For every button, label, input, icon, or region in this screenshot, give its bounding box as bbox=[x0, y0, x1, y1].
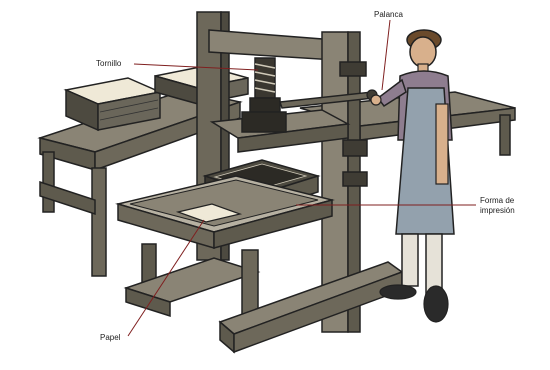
label-forma-line1: Forma de bbox=[480, 196, 515, 205]
label-palanca: Palanca bbox=[374, 10, 403, 19]
label-tornillo: Tornillo bbox=[96, 59, 122, 68]
label-forma-line2: impresión bbox=[480, 206, 515, 215]
leader-palanca bbox=[382, 20, 390, 90]
screw bbox=[250, 58, 280, 112]
label-papel: Papel bbox=[100, 333, 121, 342]
